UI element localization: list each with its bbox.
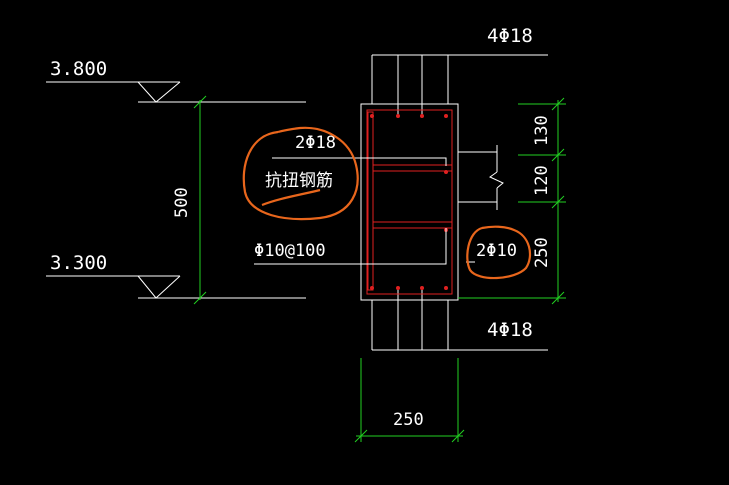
height-dimension <box>193 95 207 305</box>
column-below <box>371 288 548 351</box>
slab-break <box>458 145 504 210</box>
markup-underline <box>261 188 321 207</box>
dim-seg-top-label: 130 <box>532 115 552 146</box>
stirrups-label: Φ10@100 <box>254 241 326 261</box>
beam-section-outline <box>360 103 459 301</box>
dim-seg-mid-label: 120 <box>532 165 552 196</box>
bottom-bars-label: 4Φ18 <box>487 319 533 341</box>
markup-circle-torsion <box>242 126 359 221</box>
torsion-bars-label: 2Φ18 <box>295 133 336 153</box>
height-dimension-label: 500 <box>172 187 192 218</box>
markup-circle-side-bars <box>466 225 532 280</box>
rebar-cage <box>366 109 453 295</box>
level-marker-top <box>46 81 306 103</box>
side-bars-label: 2Φ10 <box>476 241 517 261</box>
width-dimension <box>354 358 465 443</box>
column-above <box>371 54 548 116</box>
level-marker-bottom <box>46 275 306 299</box>
right-dimension-chain <box>458 97 566 305</box>
top-bars-label: 4Φ18 <box>487 25 533 47</box>
width-dimension-label: 250 <box>393 410 424 430</box>
dim-seg-bot-label: 250 <box>532 237 552 268</box>
level-bottom-label: 3.300 <box>50 252 107 274</box>
rebar-dots <box>370 114 448 290</box>
torsion-note: 抗扭钢筋 <box>265 171 333 191</box>
level-top-label: 3.800 <box>50 58 107 80</box>
